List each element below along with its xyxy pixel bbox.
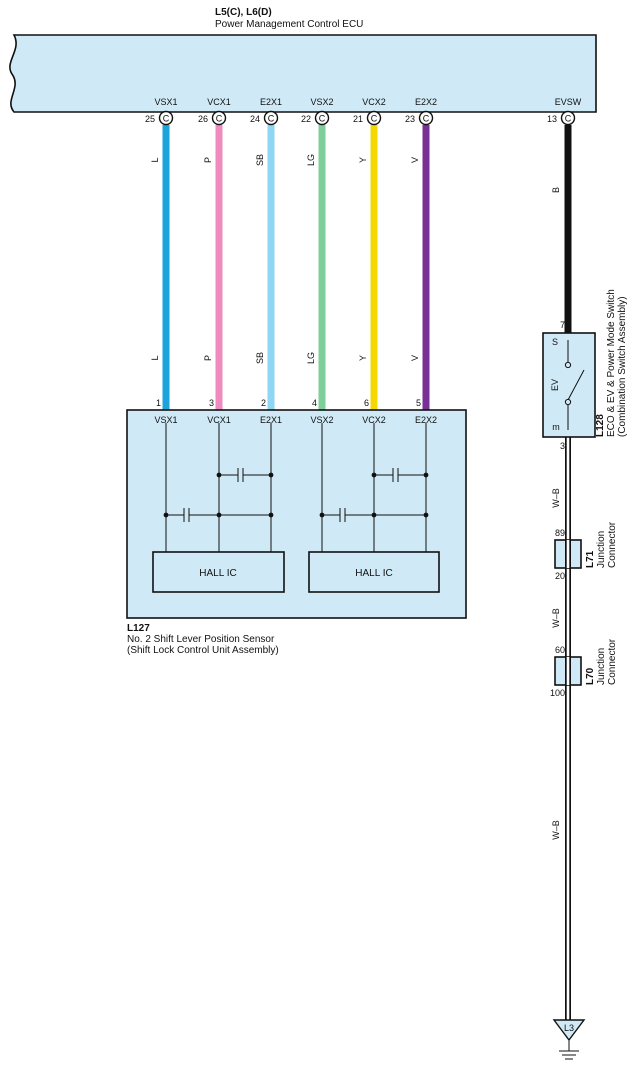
ecu-name: Power Management Control ECU xyxy=(215,19,363,30)
l70-pin-top: 60 xyxy=(555,645,565,655)
terminal-icon xyxy=(560,110,576,126)
switch-label-m: m xyxy=(552,422,560,432)
ecu-pin-number: 21 xyxy=(353,114,363,124)
wire-code-label: V xyxy=(410,157,420,163)
wire-code-label: P xyxy=(203,355,213,361)
l71-pin-top: 89 xyxy=(555,528,565,538)
wire-code-label: Y xyxy=(358,157,368,163)
ecu-pin-label: VSX2 xyxy=(310,97,333,107)
switch-id: L128 xyxy=(595,414,606,437)
ecu-pin-label: VCX1 xyxy=(207,97,231,107)
sensor-pin-number: 4 xyxy=(312,398,317,408)
wire-code-label: P xyxy=(203,157,213,163)
wire-label-b: B xyxy=(551,187,561,193)
ecu-pin-label: VCX2 xyxy=(362,97,386,107)
ecu-pin-connector: C xyxy=(216,114,223,124)
switch-box xyxy=(542,332,596,438)
ecu-pin-label: E2X2 xyxy=(415,97,437,107)
sensor-circuit-2: HALL IC xyxy=(308,423,440,593)
ecu-pin-number: 22 xyxy=(301,114,311,124)
wire-code-label: LG xyxy=(306,154,316,166)
hall-ic-1-label: HALL IC xyxy=(199,568,236,579)
ecu-box xyxy=(9,34,597,113)
sensor-pin-label: VSX2 xyxy=(310,415,333,425)
wire-label-w-b-2: W–B xyxy=(551,608,561,628)
ground-icon xyxy=(552,1019,586,1060)
ecu-pin-connector: C xyxy=(565,114,572,124)
sensor-assembly: (Shift Lock Control Unit Assembly) xyxy=(127,645,279,656)
l71-pin-bottom: 20 xyxy=(555,571,565,581)
switch-pin-bottom: 3 xyxy=(560,441,565,451)
switch-contact-icon xyxy=(564,340,585,430)
terminal-icon xyxy=(366,110,382,126)
sensor-pin-label: VSX1 xyxy=(154,415,177,425)
terminal-icon xyxy=(211,110,227,126)
wire-code-label: Y xyxy=(358,355,368,361)
wire-code-label: L xyxy=(150,355,160,360)
junction-connector-l71: 89 20 L71 Junction Connector xyxy=(554,521,618,581)
sensor-name: No. 2 Shift Lever Position Sensor xyxy=(127,634,275,645)
switch-label-ev: EV xyxy=(550,379,560,391)
sensor-pin-label: VCX2 xyxy=(362,415,386,425)
sensor-pin-number: 3 xyxy=(209,398,214,408)
terminal-icon xyxy=(263,110,279,126)
l71-line1: Junction xyxy=(596,531,607,568)
hall-ic-2-label: HALL IC xyxy=(355,568,392,579)
ecu-pin-number: 26 xyxy=(198,114,208,124)
ecu-pin-connector: C xyxy=(268,114,275,124)
wire-code-label: LG xyxy=(306,352,316,364)
l70-line1: Junction xyxy=(596,648,607,685)
switch-pin-top: 7 xyxy=(560,320,565,330)
wire-code-label: SB xyxy=(255,352,265,364)
wire-code-label: L xyxy=(150,157,160,162)
sensor-pin-number: 5 xyxy=(416,398,421,408)
l70-line2: Connector xyxy=(607,638,618,685)
sensor-pin-label: E2X1 xyxy=(260,415,282,425)
sensor-wires: L L P P SB SB LG LG Y Y V V xyxy=(150,125,430,410)
ecu-pin-number: 23 xyxy=(405,114,415,124)
wire-code-label: SB xyxy=(255,154,265,166)
sensor-pin-label: E2X2 xyxy=(415,415,437,425)
sensor-id: L127 xyxy=(127,623,150,634)
sensor-pin-number: 6 xyxy=(364,398,369,408)
l71-id: L71 xyxy=(585,550,596,568)
sensor-pin-label: VCX1 xyxy=(207,415,231,425)
l71-line2: Connector xyxy=(607,521,618,568)
switch-name: ECO & EV & Power Mode Switch xyxy=(606,289,617,437)
ecu-pin-label: E2X1 xyxy=(260,97,282,107)
l70-id: L70 xyxy=(585,667,596,685)
ecu-pin-connector: C xyxy=(163,114,170,124)
ecu-pin-label: EVSW xyxy=(555,97,582,107)
sensor-pin-number: 1 xyxy=(156,398,161,408)
switch-label-s: S xyxy=(552,337,558,347)
terminal-icon xyxy=(314,110,330,126)
wire-code-label: V xyxy=(410,355,420,361)
sensor-pin-number: 2 xyxy=(261,398,266,408)
hall-ic-2 xyxy=(308,551,440,593)
l70-pin-bottom: 100 xyxy=(550,688,565,698)
switch-assembly: (Combination Switch Assembly) xyxy=(617,296,628,437)
ecu-pin-number: 24 xyxy=(250,114,260,124)
ecu-pin-connector: C xyxy=(319,114,326,124)
terminal-icon xyxy=(418,110,434,126)
ecu-pin-connector: C xyxy=(423,114,430,124)
ground-label: L3 xyxy=(564,1023,574,1033)
ecu-pin-connector: C xyxy=(371,114,378,124)
junction-connector-l70: 60 100 L70 Junction Connector xyxy=(550,638,618,698)
ecu-connectors-label: L5(C), L6(D) xyxy=(215,7,272,18)
wire-label-w-b-3: W–B xyxy=(551,820,561,840)
ecu-pin-number: 25 xyxy=(145,114,155,124)
sensor-circuit-1: HALL IC xyxy=(152,423,285,593)
ecu-pin-label: VSX1 xyxy=(154,97,177,107)
hall-ic-1 xyxy=(152,551,285,593)
wire-label-w-b-1: W–B xyxy=(551,488,561,508)
terminal-icon xyxy=(158,110,174,126)
switch-caption: L128 ECO & EV & Power Mode Switch (Combi… xyxy=(595,289,628,437)
ecu-pin-number: 13 xyxy=(547,114,557,124)
